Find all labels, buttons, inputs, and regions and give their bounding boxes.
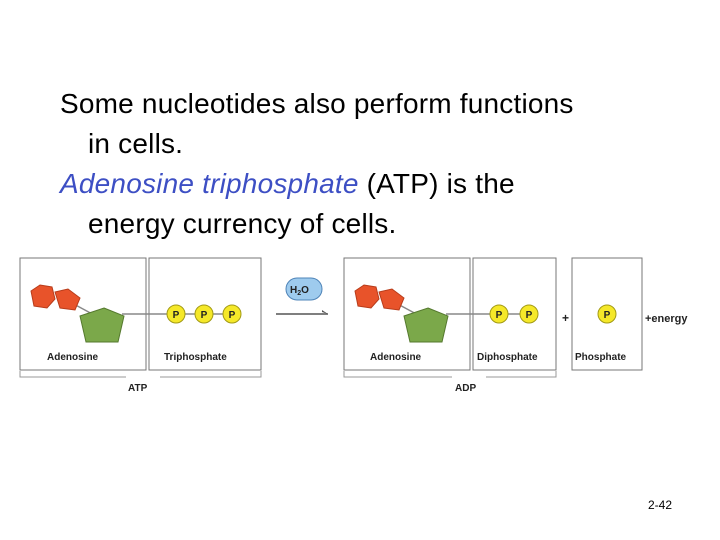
phosphate-circle	[194, 304, 214, 324]
paragraph-nucleotides: Some nucleotides also perform functions …	[60, 84, 710, 164]
reaction-arrowhead	[322, 310, 328, 314]
phosphate-symbol: P	[229, 310, 236, 321]
hydrolysis-reaction: H2O	[276, 277, 328, 315]
adenosine-label-adp: Adenosine	[370, 352, 422, 363]
phosphate-symbol: P	[526, 310, 533, 321]
phosphate-symbol: P	[201, 310, 208, 321]
phosphate-symbol: P	[173, 310, 180, 321]
water-label: H2O	[290, 285, 309, 297]
adenine-hexagon	[354, 284, 380, 309]
phosphate-symbol: P	[604, 310, 611, 321]
slide-number: 2-42	[648, 498, 673, 512]
phosphate-group: P	[519, 304, 539, 324]
phosphate-group: P	[489, 304, 509, 324]
triphosphate-label: Triphosphate	[164, 352, 227, 363]
atp-hydrolysis-diagram: P P P Adenosine Triphosphate ATP H2O	[19, 257, 688, 394]
adenine-hexagon	[30, 284, 56, 309]
body-line-4: energy currency of cells.	[88, 208, 397, 239]
adp-bracket	[343, 371, 557, 378]
slide-body-text: Some nucleotides also perform functions …	[60, 84, 710, 244]
phosphate-group: P	[222, 304, 242, 324]
phosphate-label: Phosphate	[575, 352, 627, 363]
adp-molecule: P P Adenosine Diphosphate ADP	[343, 257, 557, 394]
body-line-3-rest: (ATP) is the	[358, 168, 515, 199]
phosphate-circle	[222, 304, 242, 324]
body-line-1: Some nucleotides also perform functions	[60, 88, 574, 119]
free-phosphate: P Phosphate	[571, 257, 643, 371]
atp-bracket	[19, 371, 262, 378]
atp-term: Adenosine triphosphate	[60, 168, 359, 199]
phosphate-circle	[166, 304, 186, 324]
atp-bracket-label: ATP	[128, 383, 148, 394]
phosphate-group: P	[166, 304, 186, 324]
phosphate-group: P	[194, 304, 214, 324]
phosphate-circle	[489, 304, 509, 324]
diphosphate-label: Diphosphate	[477, 352, 538, 363]
ribose-pentagon	[403, 307, 449, 343]
paragraph-atp: Adenosine triphosphate (ATP) is the ener…	[60, 164, 710, 244]
adenosine-label-atp: Adenosine	[47, 352, 99, 363]
water-bubble	[285, 277, 323, 301]
ribose-pentagon	[79, 307, 125, 343]
phosphate-symbol: P	[496, 310, 503, 321]
plus-sign: +	[562, 311, 569, 325]
body-line-2: in cells.	[88, 128, 184, 159]
energy-label: +energy	[645, 313, 688, 325]
adenine-pentagon	[54, 288, 81, 311]
atp-molecule: P P P Adenosine Triphosphate ATP	[19, 257, 262, 394]
phosphate-circle	[597, 304, 617, 324]
adp-bracket-label: ADP	[455, 383, 476, 394]
adenine-pentagon	[378, 288, 405, 311]
phosphate-circle	[519, 304, 539, 324]
